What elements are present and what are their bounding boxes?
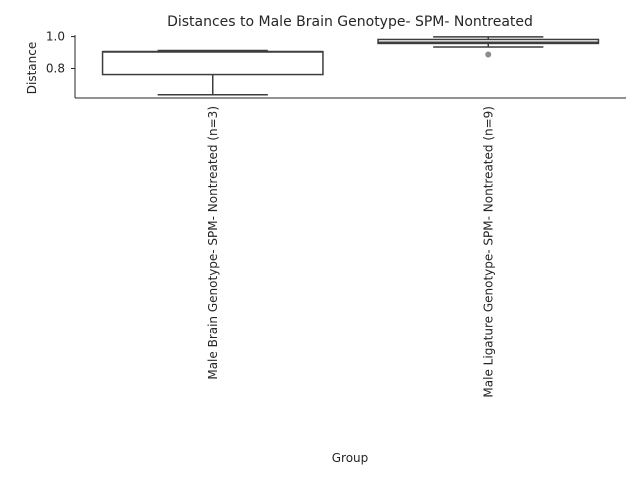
box-group	[377, 36, 600, 58]
x-ticks: Male Brain Genotype- SPM- Nontreated (n=…	[206, 106, 496, 398]
boxes	[101, 36, 600, 96]
y-tick-label: 1.0	[46, 30, 65, 44]
x-tick-label: Male Brain Genotype- SPM- Nontreated (n=…	[206, 106, 220, 380]
outlier-point	[485, 51, 492, 58]
box-group	[101, 49, 324, 96]
box-iqr	[101, 50, 324, 76]
chart-title: Distances to Male Brain Genotype- SPM- N…	[167, 14, 533, 30]
y-ticks: 0.8 1.0	[46, 30, 75, 75]
y-tick-label: 0.8	[46, 61, 65, 75]
x-tick-label: Male Ligature Genotype- SPM- Nontreated …	[481, 106, 495, 398]
x-axis-label: Group	[332, 451, 369, 465]
y-axis-label: Distance	[25, 42, 39, 94]
